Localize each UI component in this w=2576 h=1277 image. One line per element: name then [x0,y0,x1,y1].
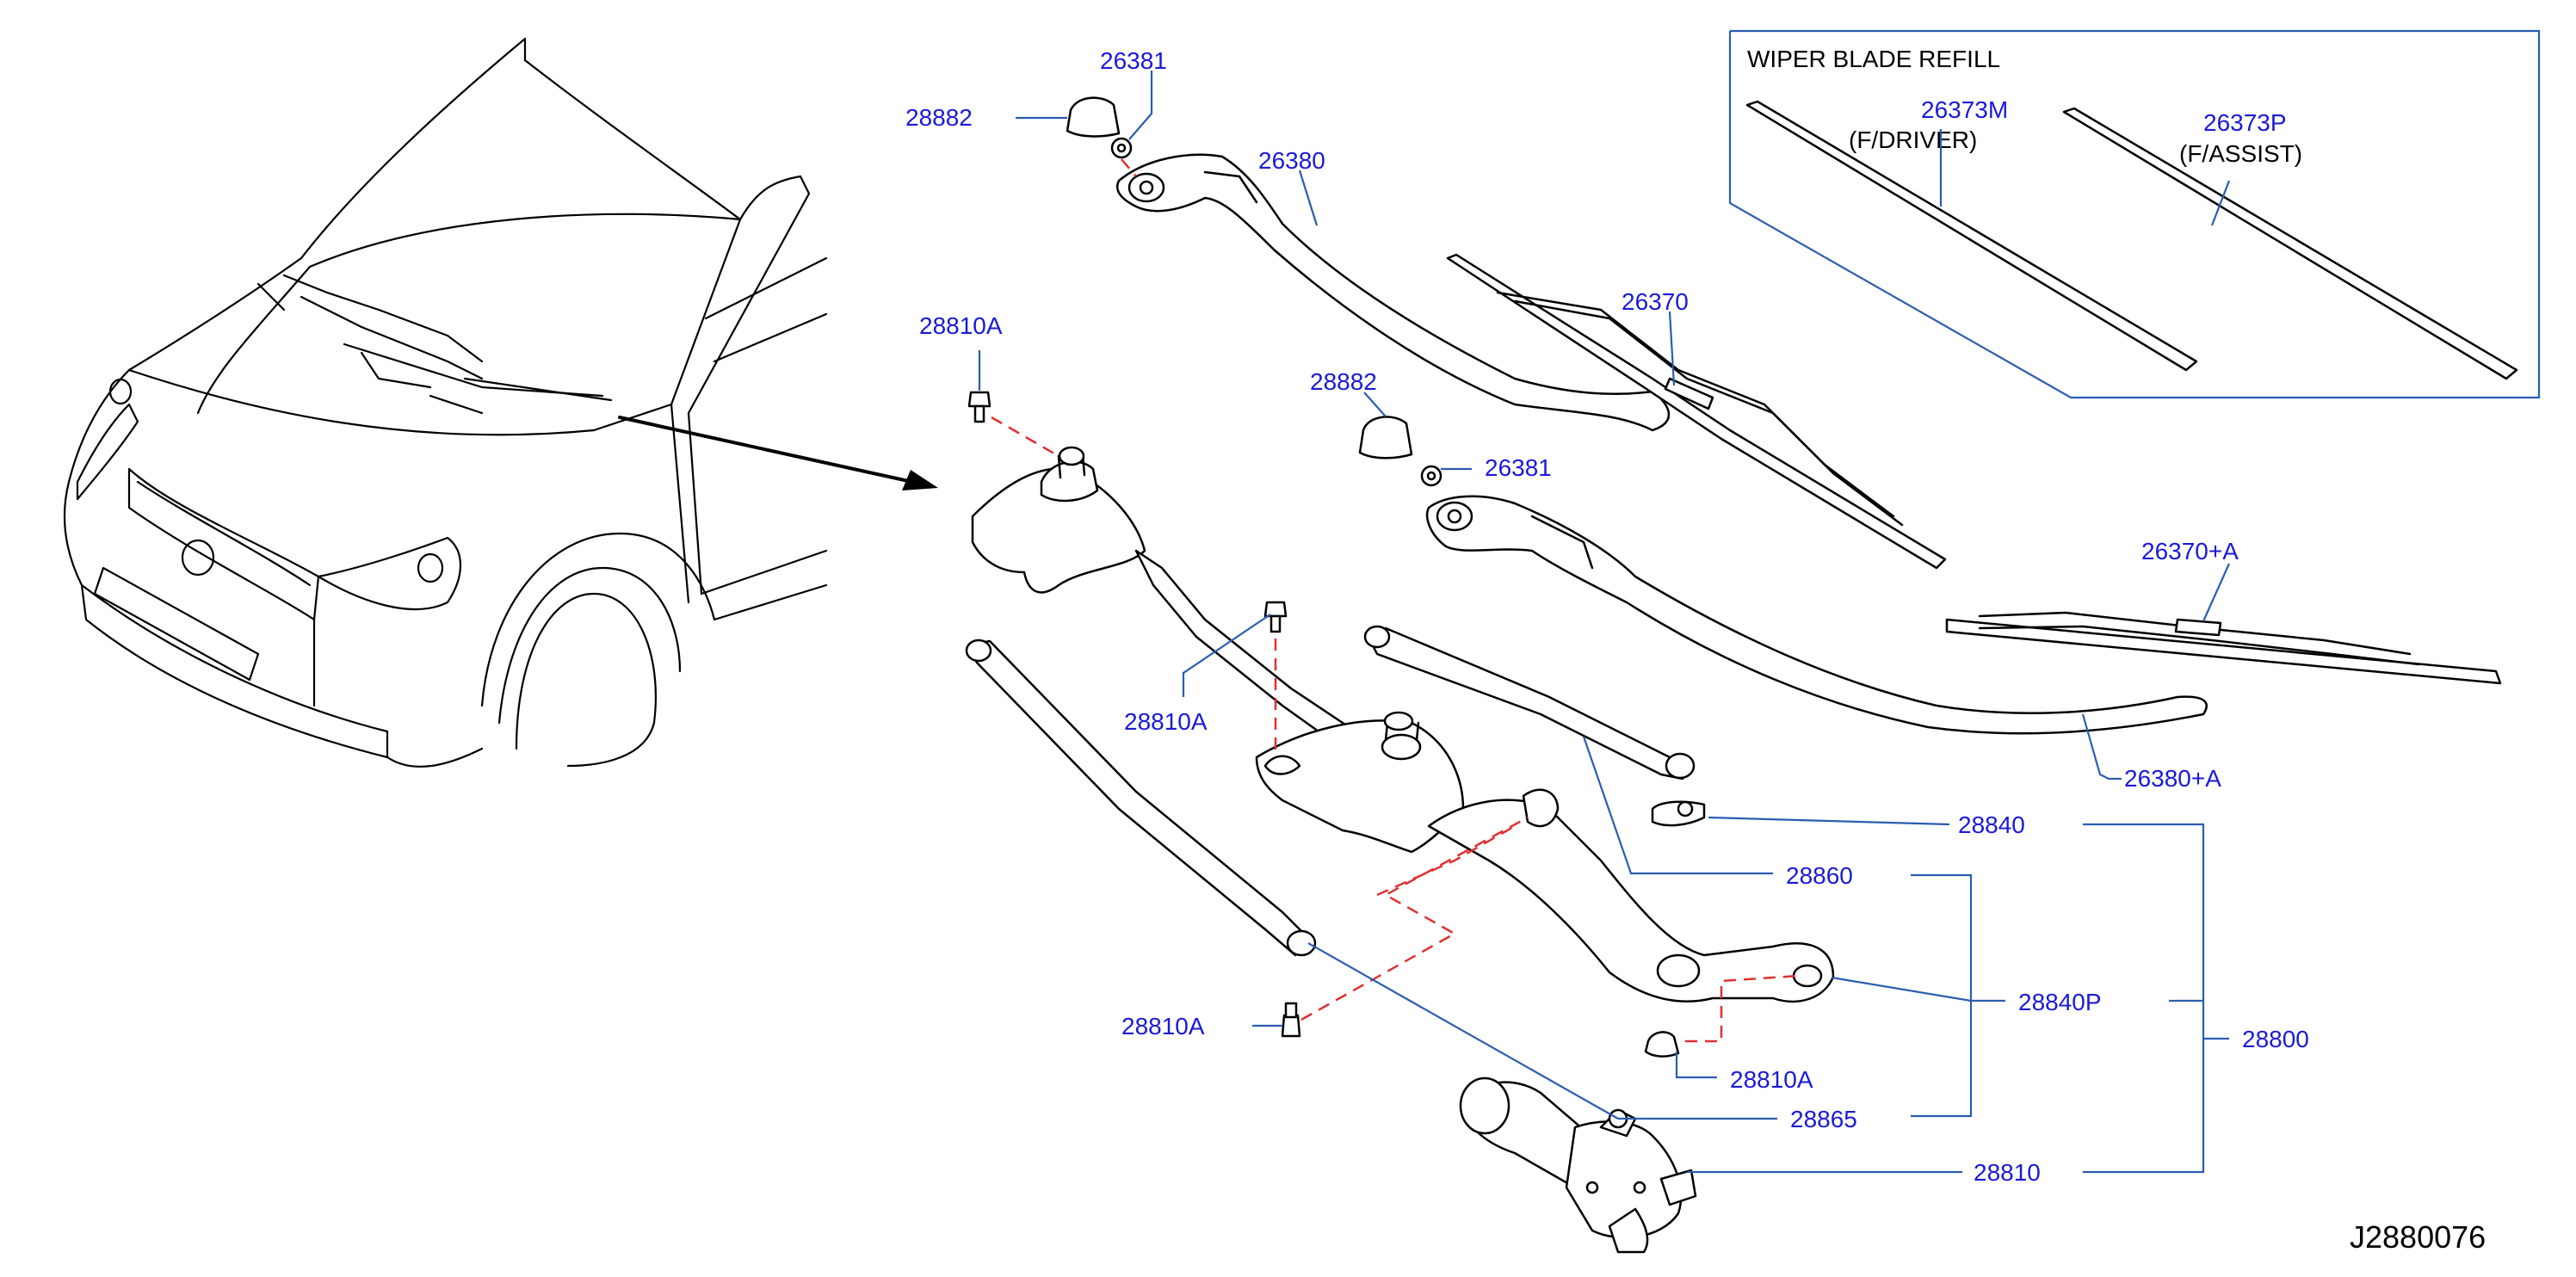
assembly-guide-lines [991,416,1800,1043]
label-28800: 28800 [2242,1026,2309,1052]
label-26380A: 26380+A [2124,765,2221,792]
label-28865: 28865 [1790,1106,1857,1132]
wiper-arm-26380 [1115,153,1671,432]
label-26380: 26380 [1258,147,1325,174]
label-28860: 28860 [1786,862,1853,889]
label-f-assist: (F/ASSIST) [2179,140,2302,167]
wiper-blade-26370A [1945,611,2502,685]
label-26373M: 26373M [1921,96,2008,123]
refill-strip-assist [2062,107,2518,380]
label-f-driver: (F/DRIVER) [1849,126,1977,153]
bolt-28810A-right [1644,1031,1680,1058]
label-26370A: 26370+A [2141,538,2239,564]
wiper-linkage-28800 [965,446,1835,1002]
wiper-motor-28810 [1459,1077,1697,1254]
label-28810: 28810 [1974,1159,2041,1186]
label-28810A-mid: 28810A [1124,708,1208,735]
wiper-blade-26370 [1446,253,1947,570]
part-labels: 26381 28882 26380 28810A 26370 28882 263… [905,47,2309,1186]
cap-28882-mid [1358,416,1413,460]
label-26381-top: 26381 [1100,47,1167,74]
refill-strip-driver [1745,100,2198,372]
label-28810A-right: 28810A [1730,1066,1813,1093]
label-28840P: 28840P [2018,989,2102,1015]
diagram-reference-code: J2880076 [2350,1219,2486,1255]
nut-26381-top [1110,137,1133,159]
label-26381-mid: 26381 [1485,454,1552,481]
label-26370: 26370 [1622,288,1689,315]
label-28810A-top: 28810A [919,312,1003,339]
leader-lines [978,71,2231,1174]
refill-box-title: WIPER BLADE REFILL [1747,46,2000,72]
label-28810A-low: 28810A [1121,1013,1205,1039]
bolt-28810A-low [1281,1002,1301,1038]
wiper-blade-refill-box: WIPER BLADE REFILL 26373M (F/DRIVER) 263… [1728,29,2541,399]
car-illustration [63,37,938,768]
label-26373P: 26373P [2203,109,2287,136]
label-28882-top: 28882 [905,104,973,131]
bolt-28810A-mid [1263,601,1288,633]
label-28882-mid: 28882 [1310,368,1377,395]
bolt-28810A-top [967,391,991,423]
label-28840: 28840 [1958,811,2025,838]
cap-28882-top [1066,96,1121,138]
wiper-arm-26380A [1425,495,2208,735]
nut-26381-mid [1420,465,1442,487]
